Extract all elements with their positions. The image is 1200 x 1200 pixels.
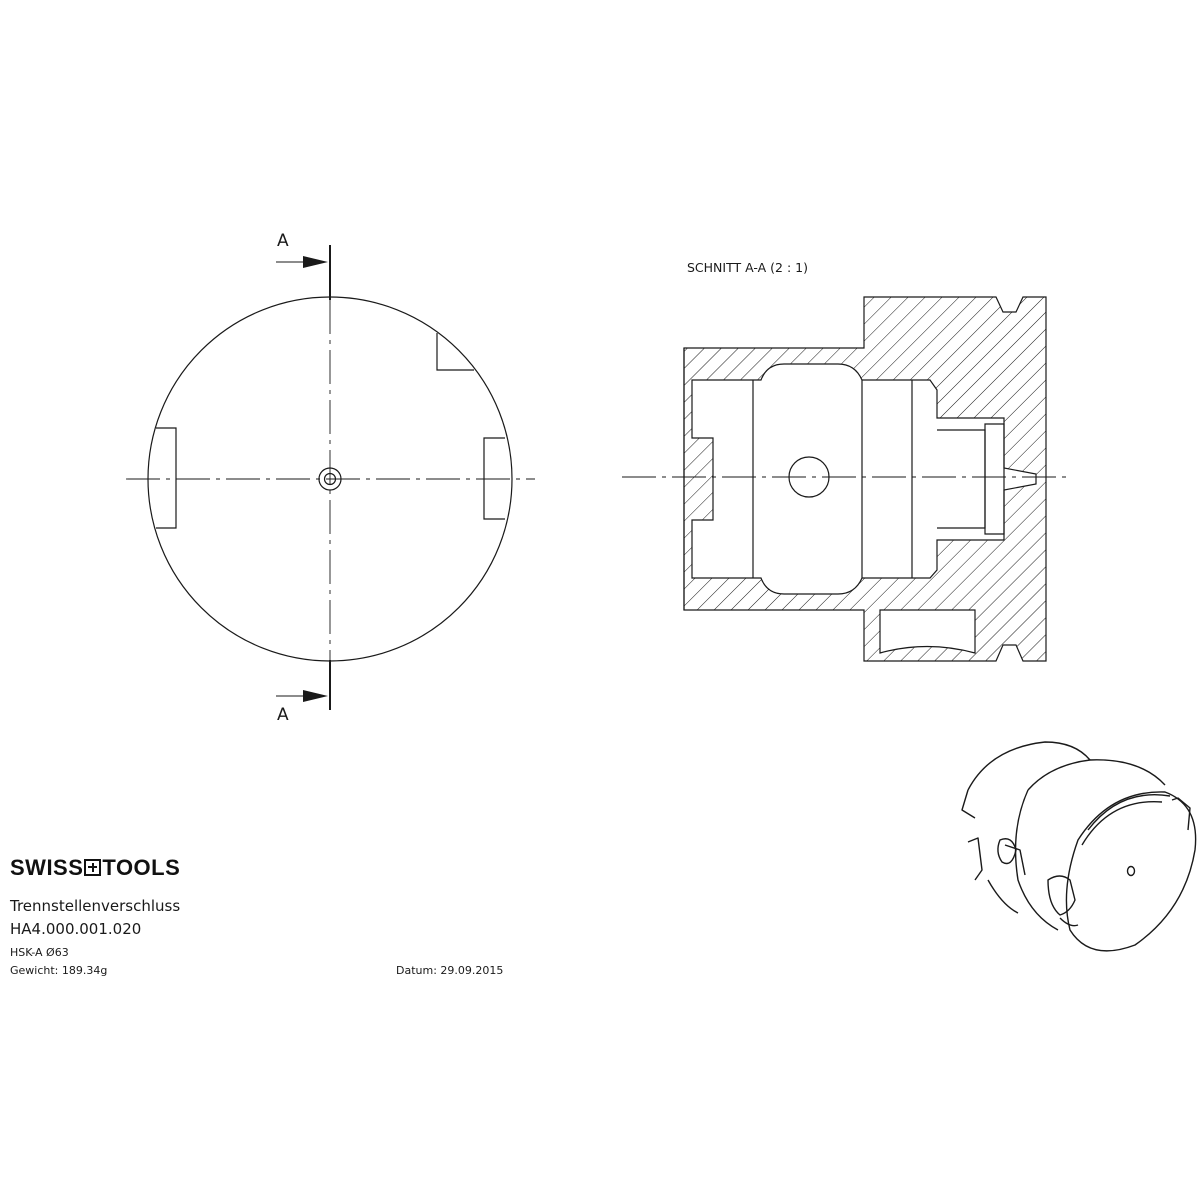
front-slot-right [483, 437, 505, 520]
iso-front-face [1065, 791, 1197, 952]
isometric-view [961, 741, 1197, 952]
brand-logo: SWISS TOOLS [10, 855, 180, 881]
front-notch-top-right [436, 333, 474, 371]
section-marker-bottom-label: A [277, 705, 289, 725]
front-slot-left [156, 427, 177, 529]
part-spec: HSK-A Ø63 [10, 946, 69, 959]
section-view [683, 296, 1047, 662]
part-name: Trennstellenverschluss [10, 897, 181, 915]
section-marker-top-label: A [277, 231, 289, 251]
section-plug-face [937, 429, 986, 529]
section-arrow-bottom [276, 690, 328, 702]
iso-face-ring [1087, 794, 1171, 831]
section-view-title: SCHNITT A-A (2 : 1) [687, 260, 808, 275]
iso-notch-bottom [1047, 875, 1076, 916]
section-arrow-top [276, 256, 328, 268]
brand-left-text: SWISS [10, 855, 84, 880]
swiss-cross-icon [84, 858, 102, 876]
brand-right-text: TOOLS [102, 855, 181, 880]
part-weight: Gewicht: 189.34g [10, 964, 108, 977]
section-hatched-body [683, 296, 1047, 662]
iso-side-slot [1004, 844, 1026, 876]
iso-center-hole [1126, 865, 1136, 877]
iso-shank [967, 741, 1091, 791]
front-center-lines [126, 300, 535, 660]
iso-body [1027, 759, 1166, 791]
section-plug-flange [984, 423, 1005, 535]
drawing-date: Datum: 29.09.2015 [396, 964, 504, 977]
iso-notch-right [1171, 797, 1191, 831]
part-number: HA4.000.001.020 [10, 920, 142, 938]
